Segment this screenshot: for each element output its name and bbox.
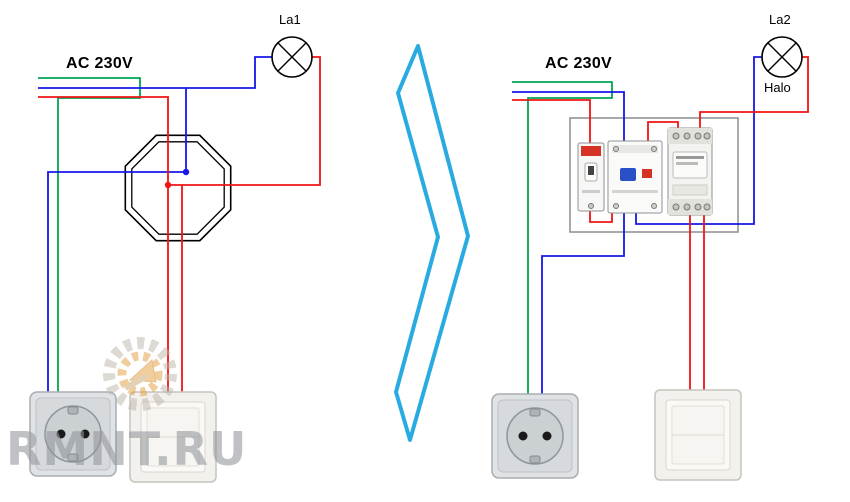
wire-green [38,77,141,400]
junction-dot-red [164,181,172,189]
wire-red [512,99,591,145]
lamp-la2-symbol [761,36,803,78]
lamp-sublabel-halo: Halo [764,80,791,95]
wire-red [699,56,809,128]
breaker-lever [588,166,594,175]
distribution-box-outline [569,117,739,233]
supply-label-left: AC 230V [66,55,134,72]
transition-arrow-icon [394,44,470,442]
rcd-blue-lever [620,168,636,181]
light-switch-right [654,389,742,481]
wire-blue [635,56,762,225]
wire-blue [541,211,625,400]
wire-blue [512,91,625,145]
wall-socket-right [491,393,579,479]
wire-red [38,96,169,400]
wire-red [647,121,679,143]
junction-box-octagon [124,134,232,242]
rcd-breaker [607,140,663,214]
wire-blue [47,88,187,400]
lamp-label-la2: La2 [769,12,791,27]
lamp-label-la1: La1 [279,12,301,27]
rcd-test-button [642,169,652,178]
wire-green [512,81,613,400]
wires-right [512,56,809,400]
watermark-text: RMNT.RU [6,422,248,476]
supply-label-right: AC 230V [545,55,613,72]
wire-red [168,56,321,186]
junction-dot-blue [182,168,190,176]
wires-left [38,56,321,400]
breaker-red-marking [581,146,601,156]
lamp-la1-symbol [271,36,313,78]
impulse-relay [667,127,713,216]
rmnt-logo-icon [103,337,177,411]
wire-red [589,211,613,223]
wire-blue [38,56,272,89]
circuit-breaker [577,142,605,212]
